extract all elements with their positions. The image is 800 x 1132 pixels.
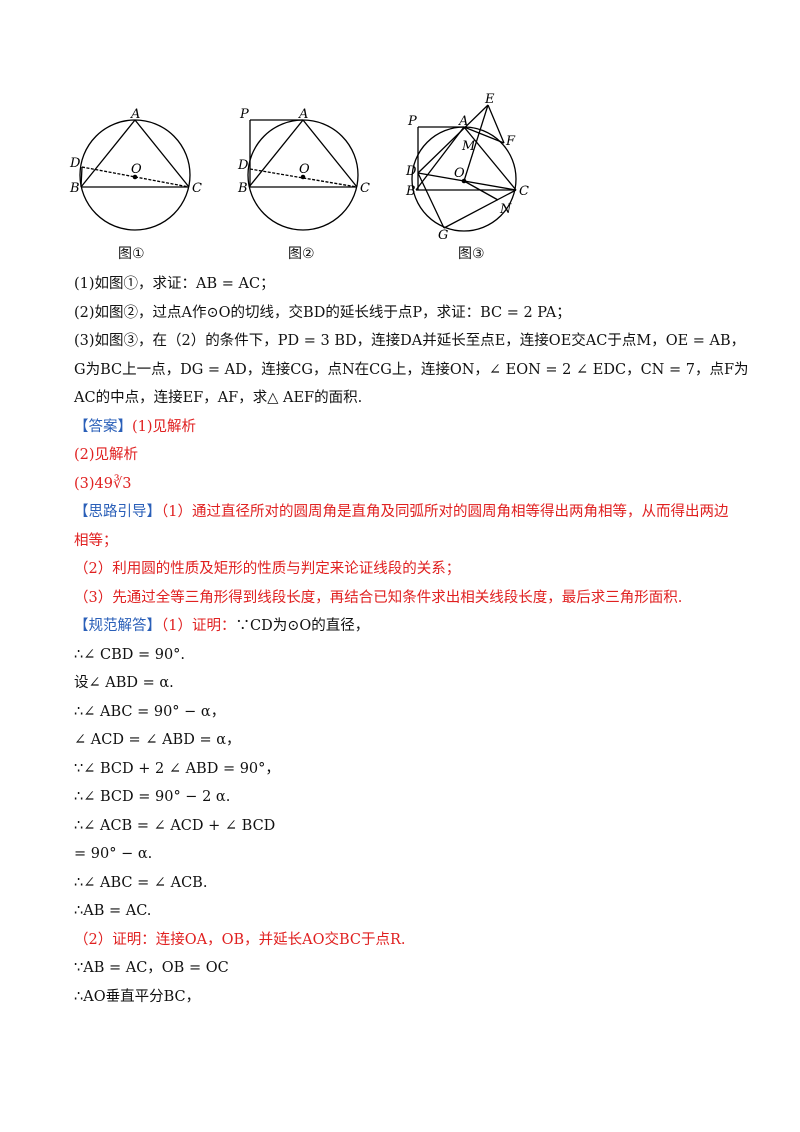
- solution-step-7: ∴∠ ACB = ∠ ACD + ∠ BCD: [74, 817, 276, 834]
- answer-3: (3)49∛3: [74, 475, 132, 492]
- figure-3: P A E F M D B C O N G: [405, 92, 529, 243]
- solution-step-8: = 90° − α.: [74, 846, 153, 862]
- problem-part-3-line-1: (3)如图③，在（2）的条件下，PD = 3 BD，连接DA并延长至点E，连接O…: [74, 333, 746, 349]
- chord-ac: [463, 126, 517, 191]
- solution-step-13: ∴AO垂直平分BC，: [74, 988, 201, 1005]
- svg-text:P: P: [239, 107, 249, 122]
- svg-text:N: N: [499, 202, 512, 217]
- line-de: [417, 104, 489, 174]
- hint-3: （3）先通过全等三角形得到线段长度，再结合已知条件求出相关线段长度，最后求三角形…: [74, 589, 683, 606]
- figure-2-caption: 图②: [288, 246, 315, 262]
- hint-tag: 【思路引导】: [74, 504, 161, 520]
- svg-text:D: D: [69, 156, 81, 171]
- solution-step-1: ∴∠ CBD = 90°.: [74, 646, 186, 663]
- center-point: [461, 178, 467, 184]
- problem-part-3-line-3: AC的中点，连接EF，AF，求△ AEF的面积.: [74, 390, 363, 406]
- svg-text:M: M: [461, 139, 476, 154]
- hint-line-1: 【思路引导】（1）通过直径所对的圆周角是直角及同弧所对的圆周角相等得出两角相等，…: [74, 498, 734, 527]
- document-body: (1)如图①，求证：AB = AC； (2)如图②，过点A作⊙O的切线，交BD的…: [74, 270, 749, 1011]
- solution-step-5: ∵∠ BCD + 2 ∠ ABD = 90°，: [74, 760, 280, 777]
- svg-text:C: C: [360, 181, 370, 196]
- solution-step-6: ∴∠ BCD = 90° − 2 α.: [74, 789, 231, 805]
- solution-step-10: ∴AB = AC.: [74, 903, 152, 919]
- center-point: [300, 174, 306, 180]
- hint-2: （2）利用圆的性质及矩形的性质与判定来论证线段的关系；: [74, 561, 461, 577]
- solution-step-0: ∵CD为⊙O的直径，: [235, 618, 370, 634]
- svg-text:E: E: [484, 92, 495, 107]
- solution-intro: （1）证明：: [161, 618, 236, 634]
- answer-1: (1)见解析: [132, 418, 197, 435]
- problem-part-1: (1)如图①，求证：AB = AC；: [74, 276, 275, 292]
- svg-text:O: O: [131, 162, 142, 177]
- chord-ac: [134, 119, 190, 188]
- line-ef: [487, 104, 505, 144]
- figure-2: P A D B C O: [237, 107, 370, 231]
- figure-1-caption: 图①: [118, 246, 145, 262]
- svg-text:D: D: [237, 158, 249, 173]
- svg-text:P: P: [407, 114, 417, 129]
- line-dc: [417, 172, 517, 191]
- hint-1b: 相等；: [74, 532, 118, 549]
- svg-text:O: O: [299, 162, 310, 177]
- solution-line-0: 【规范解答】（1）证明：∵CD为⊙O的直径，: [74, 612, 734, 641]
- chord-bd: [80, 166, 83, 188]
- svg-text:B: B: [405, 184, 416, 199]
- svg-text:B: B: [237, 181, 248, 196]
- solution-step-4: ∠ ACD = ∠ ABD = α，: [74, 732, 241, 748]
- line-af: [463, 126, 505, 144]
- chord-ac: [302, 119, 358, 188]
- line-on: [463, 180, 499, 201]
- solution-step-9: ∴∠ ABC = ∠ ACB.: [74, 874, 208, 891]
- line-dg: [417, 172, 445, 229]
- problem-part-3-line-2: G为BC上一点，DG = AD，连接CG，点N在CG上，连接ON，∠ EON =…: [74, 361, 749, 378]
- answer-tag: 【答案】: [74, 418, 132, 435]
- hint-1a: （1）通过直径所对的圆周角是直角及同弧所对的圆周角相等得出两角相等，从而得出两边: [161, 504, 729, 520]
- svg-text:C: C: [519, 184, 529, 199]
- svg-text:D: D: [405, 164, 417, 179]
- answer-2: (2)见解析: [74, 447, 139, 463]
- line-oe: [463, 104, 489, 182]
- figure-1: A DB C O: [69, 107, 202, 231]
- svg-text:O: O: [454, 166, 465, 181]
- figure-3-caption: 图③: [458, 246, 485, 262]
- svg-text:G: G: [438, 228, 448, 243]
- svg-text:A: A: [130, 107, 140, 122]
- problem-part-2: (2)如图②，过点A作⊙O的切线，交BD的延长线于点P，求证：BC = 2 PA…: [74, 304, 571, 321]
- svg-text:F: F: [505, 134, 516, 149]
- chord-ab: [80, 119, 136, 188]
- answer-line-1: 【答案】(1)见解析: [74, 413, 734, 442]
- chord-ab: [248, 119, 304, 188]
- svg-text:A: A: [458, 114, 468, 129]
- solution-step-12: ∵AB = AC，OB = OC: [74, 960, 229, 976]
- svg-text:A: A: [298, 107, 308, 122]
- svg-text:B: B: [69, 181, 80, 196]
- line-cg: [443, 189, 517, 229]
- solution-step-11: （2）证明：连接OA，OB，并延长AO交BC于点R.: [74, 931, 406, 948]
- solution-tag: 【规范解答】: [74, 618, 161, 634]
- solution-step-3: ∴∠ ABC = 90° − α，: [74, 703, 226, 720]
- solution-step-2: 设∠ ABD = α.: [74, 675, 174, 691]
- svg-text:C: C: [192, 181, 202, 196]
- chord-ab: [415, 126, 465, 191]
- center-point: [132, 174, 138, 180]
